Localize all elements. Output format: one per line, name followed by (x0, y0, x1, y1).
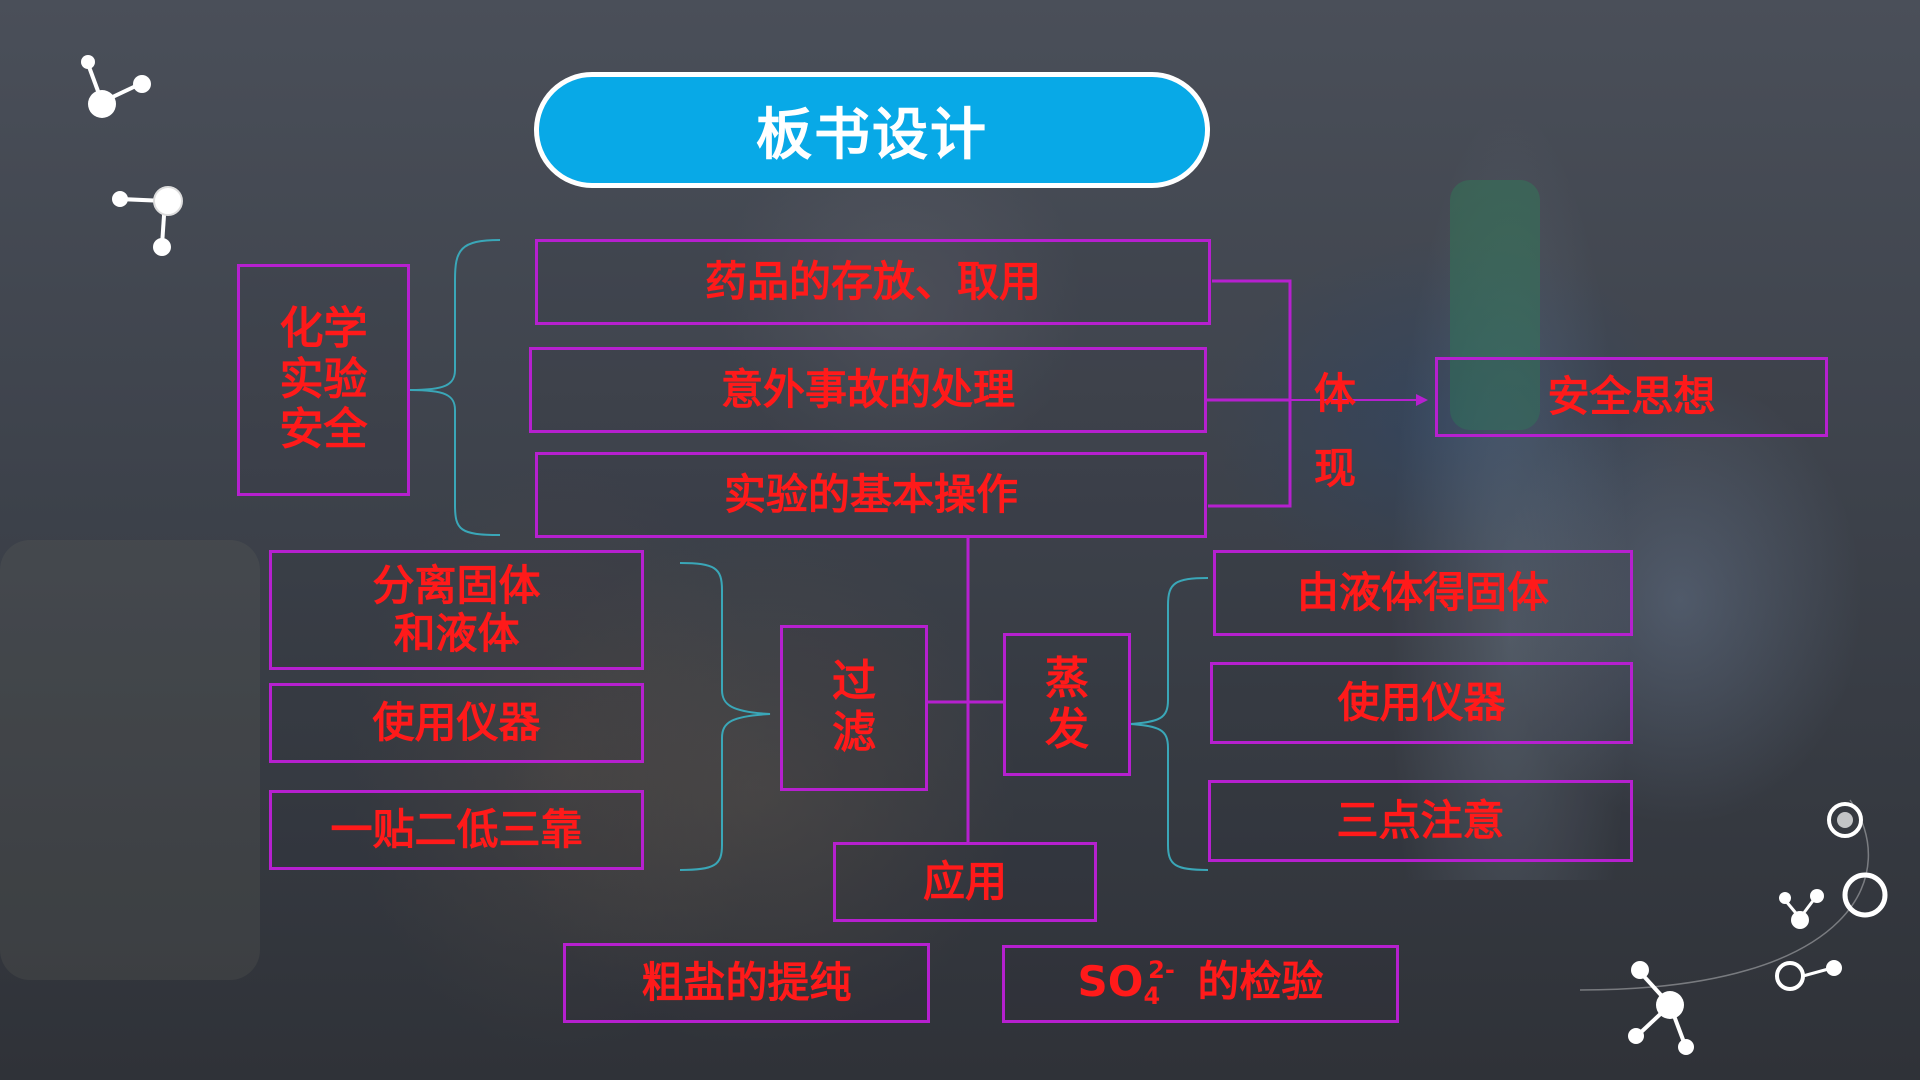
sulfate-test-text: 的检验 (1197, 957, 1324, 1007)
sulfate-test-box: SO42- 的检验 (1002, 945, 1399, 1023)
filtration-char-1: 过 (832, 656, 876, 708)
evaporation-item-instruments: 使用仪器 (1210, 662, 1633, 744)
application-box: 应用 (833, 842, 1097, 922)
molecule-icon (81, 55, 151, 118)
page-title: 板书设计 (534, 72, 1210, 188)
evaporation-item-notes-label: 三点注意 (1336, 795, 1505, 845)
sulfate-formula: SO (1077, 957, 1144, 1007)
item-basic-operation: 实验的基本操作 (535, 452, 1207, 538)
filtration-item-rules-label: 一贴二低三靠 (330, 804, 583, 854)
main-topic-box: 化学 实验 安全 (237, 264, 410, 496)
item-accident-handling-label: 意外事故的处理 (720, 364, 1015, 414)
evaporation-item-solid: 由液体得固体 (1213, 550, 1633, 636)
page-title-text: 板书设计 (756, 102, 988, 168)
filtration-item-instruments: 使用仪器 (269, 683, 644, 763)
salt-purification-box: 粗盐的提纯 (563, 943, 930, 1023)
item-drug-storage: 药品的存放、取用 (535, 239, 1211, 325)
main-topic-line-1: 化学 (279, 303, 368, 355)
filtration-box: 过 滤 (780, 625, 928, 791)
embody-char-1: 体 (1314, 369, 1357, 418)
sulfate-subscript: 4 (1143, 982, 1161, 1011)
embody-char-2: 现 (1314, 444, 1357, 493)
arrow-head (1416, 394, 1428, 406)
filtration-brace (679, 562, 771, 871)
filtration-item-separate-line-2: 和液体 (393, 609, 520, 658)
sulfate-test-label: SO42- 的检验 (1077, 956, 1324, 1011)
item-accident-handling: 意外事故的处理 (529, 347, 1207, 433)
filtration-item-separate: 分离固体 和液体 (269, 550, 644, 670)
item-basic-operation-label: 实验的基本操作 (723, 469, 1018, 519)
salt-purification-label: 粗盐的提纯 (641, 957, 852, 1007)
filtration-item-instruments-label: 使用仪器 (372, 697, 541, 747)
main-topic-line-2: 实验 (279, 353, 368, 405)
sulfate-superscript: 2- (1148, 956, 1175, 985)
evaporation-item-notes: 三点注意 (1208, 780, 1633, 862)
embody-bracket (1208, 279, 1292, 508)
application-label: 应用 (922, 856, 1007, 906)
molecule-icon (112, 186, 183, 256)
background-flask-shape (1380, 60, 1640, 880)
molecule-icon (1628, 961, 1694, 1055)
evaporation-box: 蒸 发 (1003, 633, 1131, 776)
evaporation-char-2: 发 (1045, 703, 1089, 755)
item-drug-storage-label: 药品的存放、取用 (704, 256, 1041, 306)
background-left-jar (0, 540, 260, 980)
filtration-item-rules: 一贴二低三靠 (269, 790, 644, 870)
main-topic-line-3: 安全 (279, 404, 368, 456)
evaporation-item-instruments-label: 使用仪器 (1337, 677, 1506, 727)
evaporation-item-solid-label: 由液体得固体 (1296, 567, 1549, 617)
safety-idea-label: 安全思想 (1547, 371, 1716, 421)
main-brace (409, 239, 501, 536)
safety-idea-box: 安全思想 (1435, 357, 1828, 437)
evaporation-char-1: 蒸 (1045, 652, 1089, 704)
evaporation-brace (1129, 577, 1209, 871)
filtration-char-2: 滤 (832, 707, 876, 758)
filtration-item-separate-line-1: 分离固体 (372, 560, 541, 610)
